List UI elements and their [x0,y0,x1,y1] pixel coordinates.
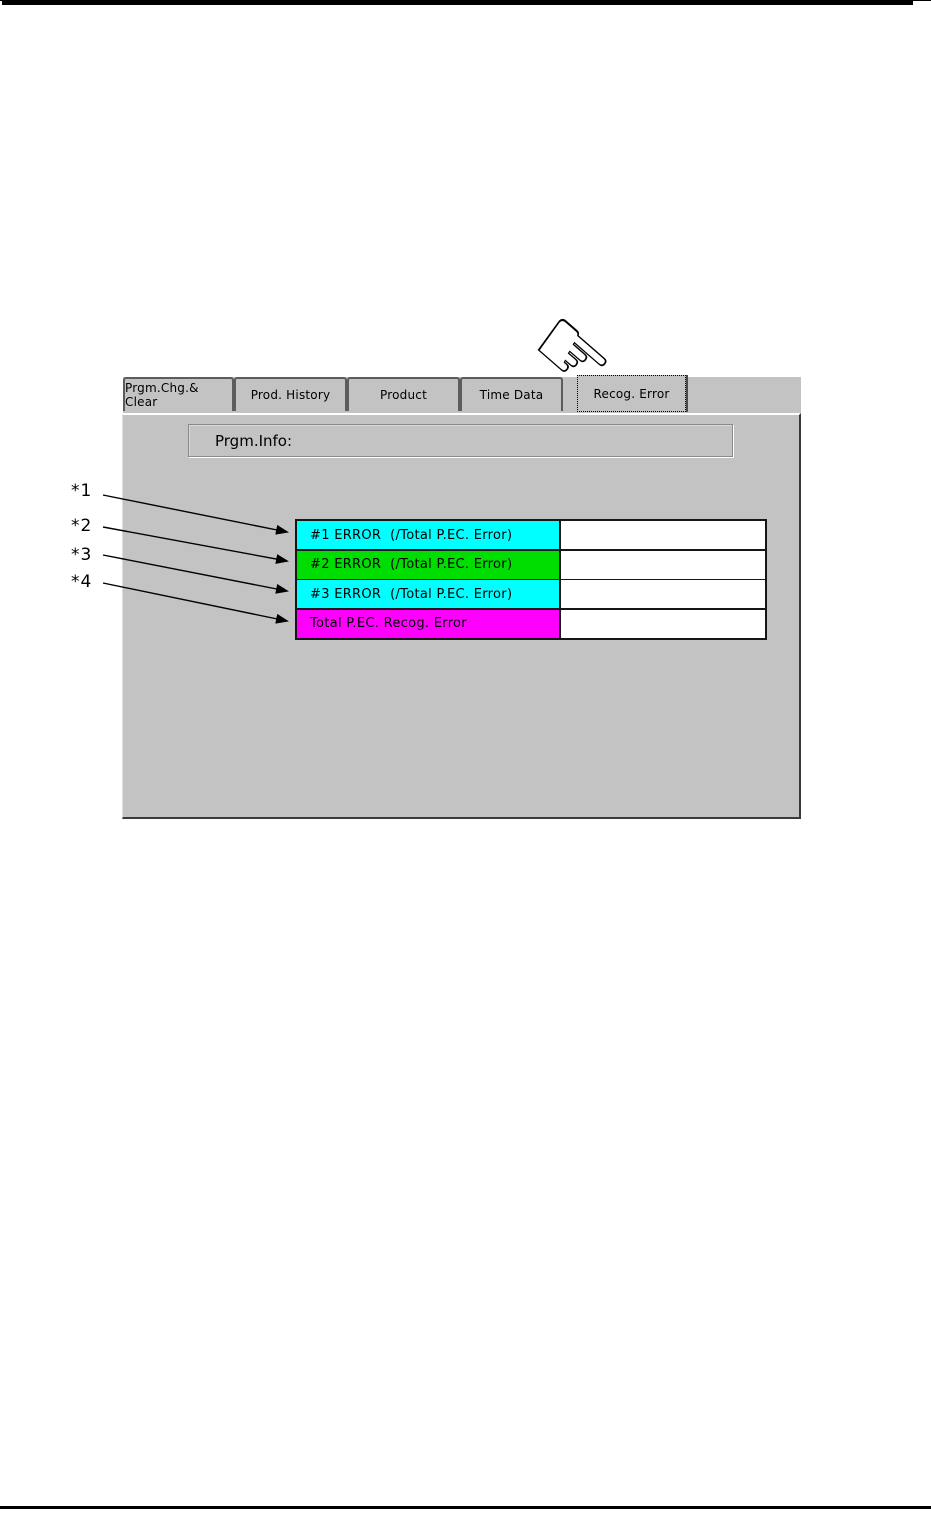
annotation-label-1: *1 [71,481,93,501]
prgm-info-label: Prgm.Info: [215,431,293,450]
error-row-3-value [560,580,765,608]
bottom-rule [0,1506,931,1509]
tab-time-data[interactable]: Time Data [460,377,563,411]
error-row-1-value [560,521,765,549]
tab-product[interactable]: Product [347,377,460,411]
error-row-2-label: #2 ERROR (/Total P.EC. Error) [297,550,559,579]
tab-prod-history[interactable]: Prod. History [234,377,347,411]
tab-label: Prgm.Chg.& Clear [125,381,199,409]
tab-label: Recog. Error [593,386,670,401]
error-row-4-value [560,609,765,638]
error-row-1-label: #1 ERROR (/Total P.EC. Error) [297,521,559,549]
top-rule-thin [0,0,931,1]
tab-recog-error[interactable]: Recog. Error [577,375,686,412]
tab-label: Product [380,388,427,402]
annotation-label-3: *3 [71,545,93,565]
annotation-label-4: *4 [71,572,93,592]
prgm-info-field: Prgm.Info: [188,424,733,457]
error-row-3-label: #3 ERROR (/Total P.EC. Error) [297,580,559,608]
tab-prgm-chg-clear[interactable]: Prgm.Chg.& Clear [123,377,234,411]
tab-label: Prod. History [250,388,331,402]
top-rule [2,0,913,5]
error-table: #1 ERROR (/Total P.EC. Error) #2 ERROR (… [295,519,767,640]
annotation-label-2: *2 [71,516,93,536]
error-row-4-label: Total P.EC. Recog. Error [297,609,559,638]
error-row-2-value [560,550,765,579]
tab-label: Time Data [479,388,544,402]
